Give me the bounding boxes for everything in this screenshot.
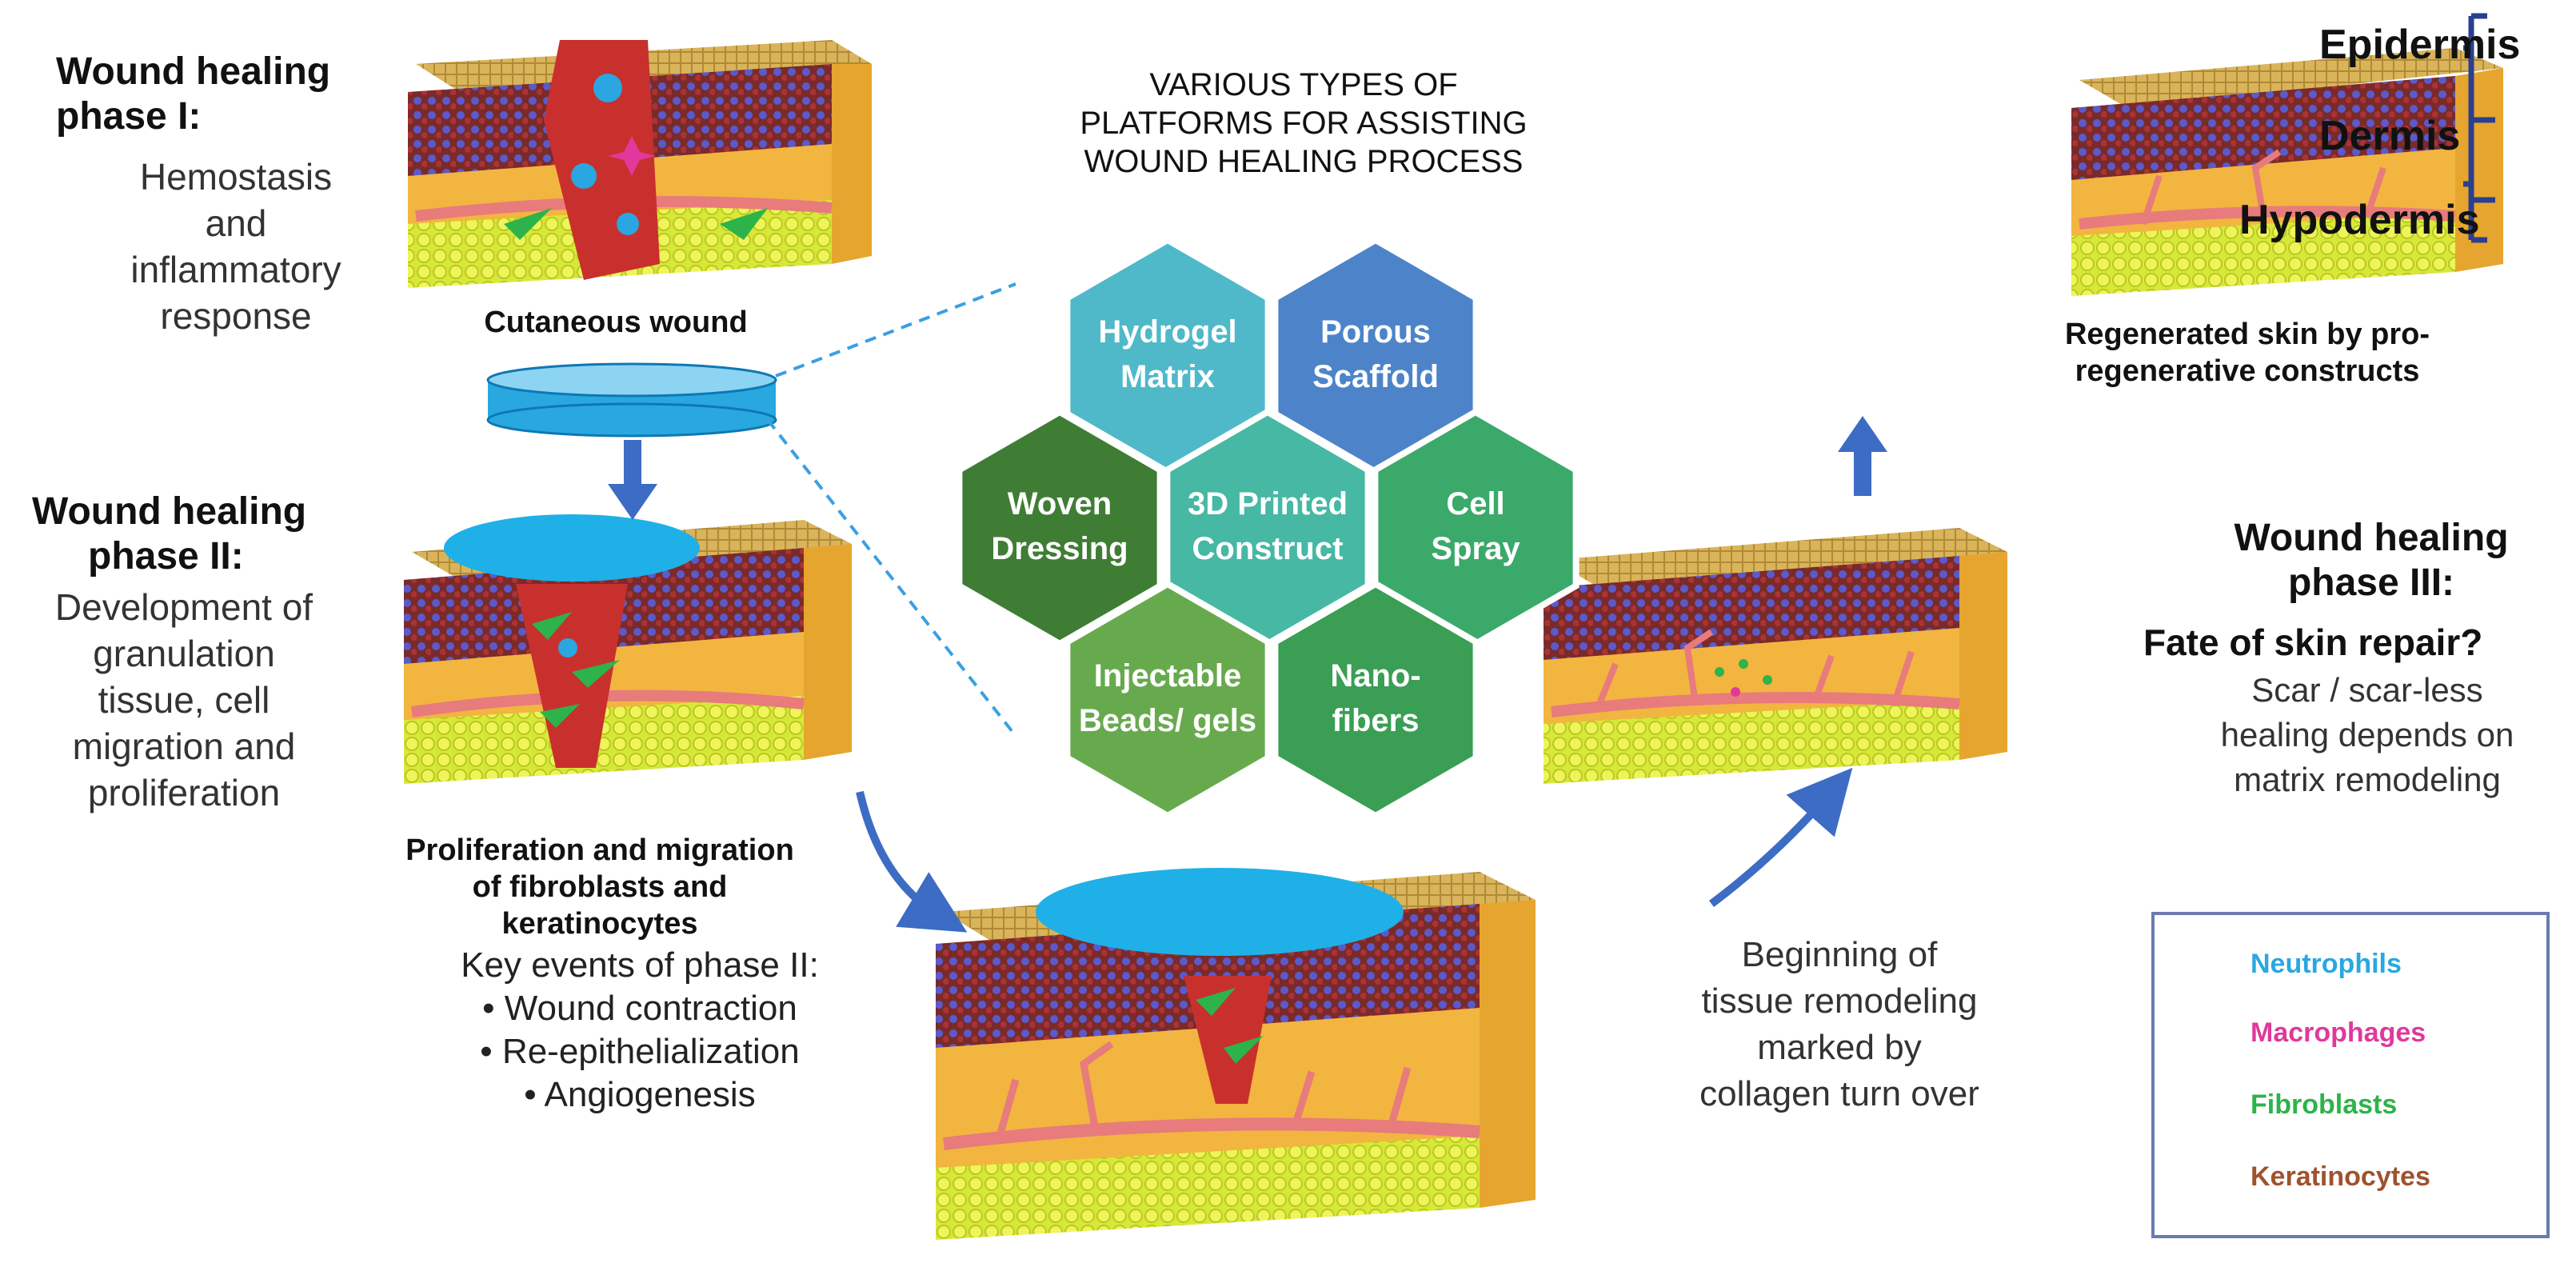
key-events-list: Wound contraction Re-epithelialization A… bbox=[384, 987, 896, 1117]
platform-label-line1: 3D Printed bbox=[1187, 486, 1348, 522]
legend-macrophages: Macrophages bbox=[2251, 1017, 2426, 1048]
platform-label-line2: Scaffold bbox=[1312, 359, 1439, 394]
legend-fibroblasts: Fibroblasts bbox=[2251, 1089, 2398, 1120]
platform-hexagons bbox=[956, 236, 1580, 820]
skin-block-remodeling bbox=[936, 868, 1536, 1240]
key-event-item: Angiogenesis bbox=[384, 1073, 896, 1117]
skin-block-phase3 bbox=[1544, 528, 2007, 784]
center-title-line2: PLATFORMS FOR ASSISTING bbox=[1080, 106, 1528, 141]
platform-label-line2: Dressing bbox=[991, 531, 1128, 566]
phase2-desc-line2: granulation bbox=[93, 633, 275, 674]
platform-hexagon bbox=[1272, 580, 1480, 820]
arrow-curve-to-remodeling bbox=[856, 790, 968, 933]
prolif-line1: Proliferation and migration bbox=[405, 833, 794, 867]
caption-remodeling: Beginning of tissue remodeling marked by… bbox=[1615, 932, 2063, 1117]
phase2-desc-line4: migration and bbox=[72, 725, 296, 767]
key-event-item: Re-epithelialization bbox=[384, 1030, 896, 1073]
phase2-desc-line1: Development of bbox=[54, 586, 314, 628]
platform-label-line2: Construct bbox=[1192, 531, 1344, 566]
legend: Neutrophils Macrophages Fibroblasts Kera… bbox=[2151, 912, 2550, 1238]
phase3-desc-line3: matrix remodeling bbox=[2234, 761, 2501, 798]
caption-proliferation: Proliferation and migration of fibroblas… bbox=[320, 832, 880, 942]
key-event-item: Wound contraction bbox=[384, 987, 896, 1030]
phase1-title-line1: Wound healing bbox=[56, 50, 331, 93]
phase1-desc-line3: inflammatory bbox=[130, 249, 341, 290]
caption-cutaneous-wound: Cutaneous wound bbox=[484, 306, 748, 339]
phase1-desc-line2: and bbox=[205, 202, 267, 244]
label-dermis: Dermis bbox=[2319, 113, 2461, 159]
phase3-desc-line2: healing depends on bbox=[2220, 716, 2514, 753]
remodel-line2: tissue remodeling bbox=[1701, 981, 1978, 1021]
platform-label-line1: Injectable bbox=[1093, 658, 1242, 693]
phase3-title: Wound healing phase III: bbox=[2183, 516, 2559, 606]
skin-block-phase1 bbox=[408, 40, 872, 288]
key-events-title: Key events of phase II: bbox=[461, 945, 819, 985]
label-hypodermis: Hypodermis bbox=[2239, 197, 2480, 243]
phase1-title: Wound healing phase I: bbox=[56, 50, 330, 139]
platform-label-line1: Hydrogel bbox=[1098, 314, 1237, 350]
phase3-description: Scar / scar-less healing depends on matr… bbox=[2175, 668, 2559, 802]
phase2-title: Wound healing phase II: bbox=[32, 490, 306, 579]
center-title: VARIOUS TYPES OF PLATFORMS FOR ASSISTING… bbox=[1032, 66, 1576, 181]
caption-regenerated: Regenerated skin by pro- regenerative co… bbox=[1991, 316, 2503, 390]
platform-label-line1: Porous bbox=[1320, 314, 1431, 350]
dressing-disc bbox=[486, 362, 777, 438]
phase2-description: Development of granulation tissue, cell … bbox=[16, 584, 352, 816]
platform-label: Nano-fibers bbox=[1276, 653, 1476, 743]
platform-label-line2: Beads/ gels bbox=[1078, 703, 1257, 738]
phase3-desc-line1: Scar / scar-less bbox=[2251, 671, 2483, 709]
legend-neutrophils: Neutrophils bbox=[2251, 949, 2402, 979]
arrow-down-phase1-to-phase2 bbox=[608, 440, 657, 520]
center-title-line1: VARIOUS TYPES OF bbox=[1149, 67, 1458, 102]
phase2-title-line1: Wound healing bbox=[32, 490, 307, 533]
phase1-desc-line4: response bbox=[160, 295, 312, 337]
callout-line-bottom bbox=[766, 418, 1017, 737]
platform-label-line1: Cell bbox=[1446, 486, 1505, 522]
remodel-line1: Beginning of bbox=[1741, 935, 1938, 974]
skin-block-phase2 bbox=[404, 514, 852, 784]
center-title-line3: WOUND HEALING PROCESS bbox=[1084, 144, 1524, 179]
platform-label-line2: fibers bbox=[1332, 703, 1420, 738]
phase2-desc-line3: tissue, cell bbox=[98, 679, 270, 721]
legend-keratinocytes: Keratinocytes bbox=[2251, 1161, 2430, 1192]
platform-label-line1: Woven bbox=[1007, 486, 1112, 522]
remodel-line3: marked by bbox=[1757, 1028, 1922, 1067]
skin-block-regenerated bbox=[2071, 48, 2503, 296]
label-epidermis: Epidermis bbox=[2319, 22, 2521, 68]
regenerated-line2: regenerative constructs bbox=[2075, 354, 2420, 388]
regenerated-line1: Regenerated skin by pro- bbox=[2064, 318, 2430, 351]
platform-hexagon bbox=[1064, 580, 1272, 820]
phase2-title-line2: phase II: bbox=[88, 535, 244, 578]
phase2-desc-line5: proliferation bbox=[87, 772, 281, 813]
phase3-question: Fate of skin repair? bbox=[2143, 622, 2483, 663]
phase3-title-line1: Wound healing bbox=[2234, 517, 2509, 559]
callout-line-top bbox=[775, 282, 1016, 378]
phase1-title-line2: phase I: bbox=[56, 95, 202, 138]
remodel-line4: collagen turn over bbox=[1699, 1074, 1979, 1113]
arrow-curve-to-phase3 bbox=[1708, 767, 1853, 907]
platform-label-line1: Nano- bbox=[1330, 658, 1421, 693]
skin-layer-bracket bbox=[2463, 13, 2495, 243]
phase3-title-line2: phase III: bbox=[2287, 562, 2455, 604]
platform-hexagon bbox=[956, 408, 1164, 648]
key-events: Key events of phase II: Wound contractio… bbox=[384, 944, 896, 1117]
prolif-line3: keratinocytes bbox=[501, 907, 698, 941]
phase1-description: Hemostasis and inflammatory response bbox=[104, 154, 368, 339]
arrow-up-to-regenerated bbox=[1838, 416, 1887, 496]
platform-label-line2: Spray bbox=[1431, 531, 1520, 566]
platform-label-line2: Matrix bbox=[1120, 359, 1215, 394]
phase1-desc-line1: Hemostasis bbox=[139, 156, 333, 198]
prolif-line2: of fibroblasts and bbox=[472, 870, 728, 904]
